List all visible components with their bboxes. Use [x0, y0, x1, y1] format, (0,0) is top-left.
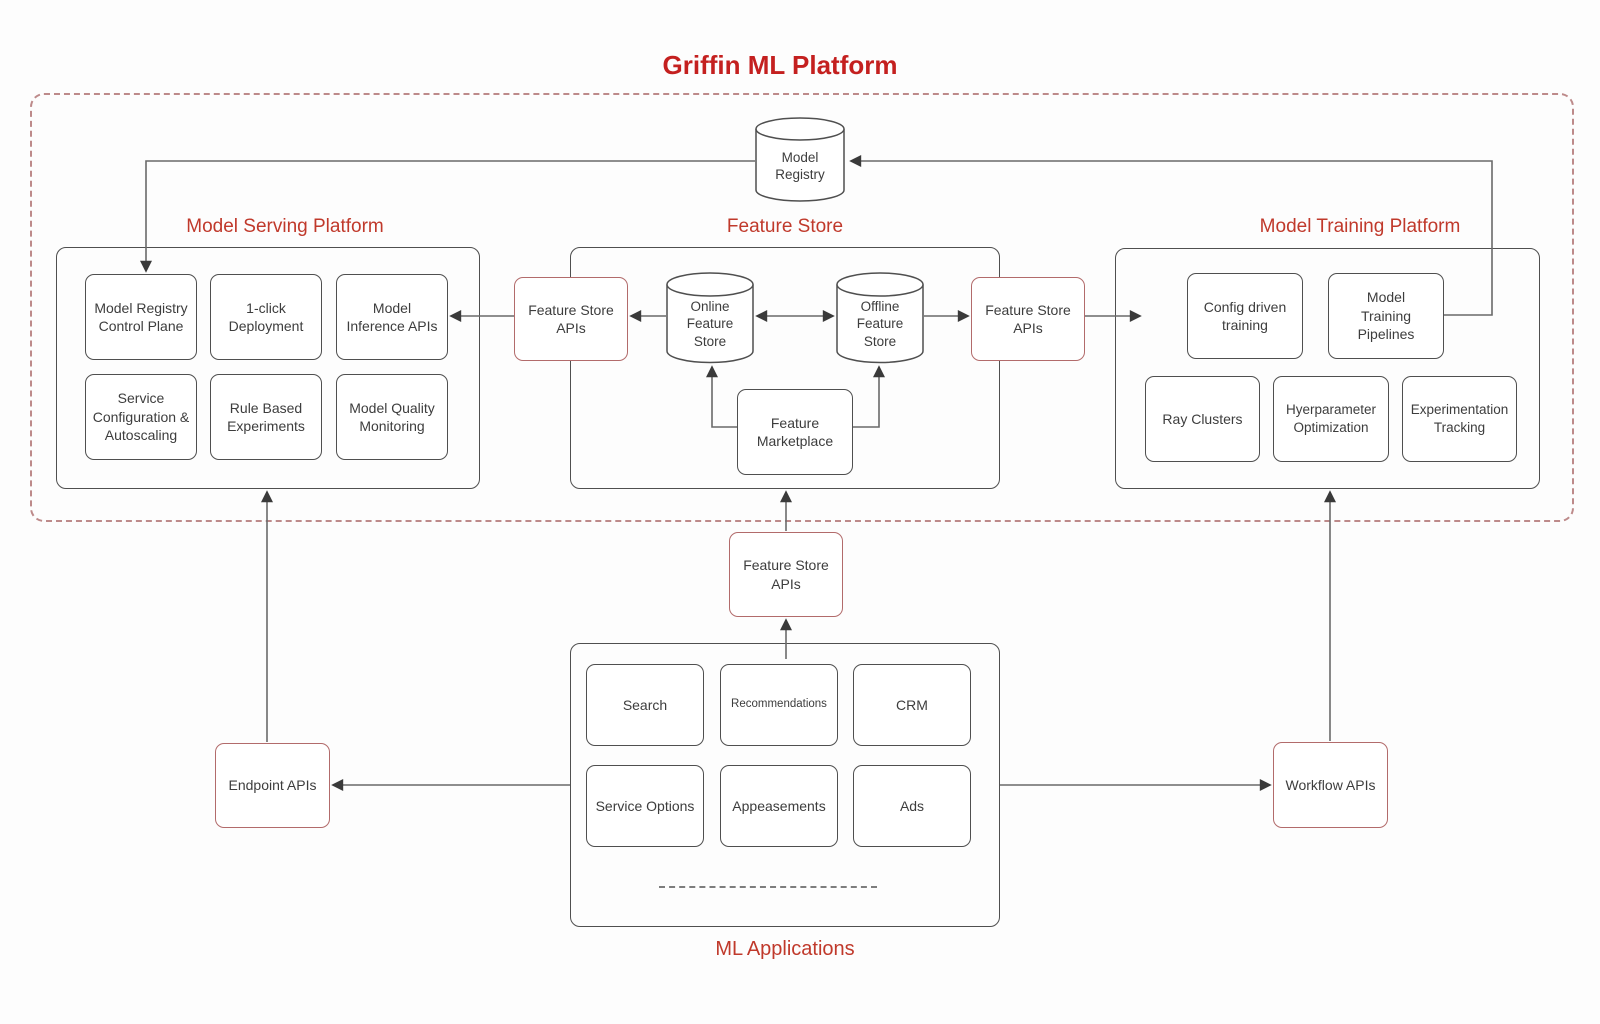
feature-store-section — [570, 247, 1000, 489]
node-config-driven-training: Config driven training — [1187, 273, 1303, 359]
model-serving-platform-section — [56, 247, 480, 489]
arrow-training-pipelines-to-registry — [849, 155, 1493, 316]
model-serving-platform-title: Model Serving Platform — [186, 216, 384, 237]
node-model-inference-apis: Model Inference APIs — [336, 274, 448, 360]
feature-store-apis-right-box: Feature Store APIs — [971, 277, 1085, 361]
online-feature-store-cylinder: Online Feature Store — [666, 272, 754, 364]
more-apps-ellipsis — [659, 886, 877, 888]
node-one-click-deployment: 1-click Deployment — [210, 274, 322, 360]
model-registry-cylinder: Model Registry — [755, 117, 845, 203]
database-cylinder-icon — [836, 272, 924, 364]
node-service-configuration-autoscaling: Service Configuration & Autoscaling — [85, 374, 197, 460]
arrow-marketplace-to-online-store — [706, 365, 737, 428]
node-crm-app: CRM — [853, 664, 971, 746]
node-appeasements-app: Appeasements — [720, 765, 838, 847]
node-hyerparameter-optimization: Hyerparameter Optimization — [1273, 376, 1389, 462]
database-cylinder-icon — [666, 272, 754, 364]
node-model-registry-control-plane: Model Registry Control Plane — [85, 274, 197, 360]
feature-store-apis-middle-box: Feature Store APIs — [729, 532, 843, 617]
node-ads-app: Ads — [853, 765, 971, 847]
feature-store-title: Feature Store — [726, 216, 844, 237]
diagram-title: Griffin ML Platform — [662, 50, 898, 80]
arrow-marketplace-to-offline-store — [853, 365, 885, 428]
node-experimentation-tracking: Experimentation Tracking — [1402, 376, 1517, 462]
node-model-quality-monitoring: Model Quality Monitoring — [336, 374, 448, 460]
platform-boundary — [30, 93, 1574, 522]
database-cylinder-icon — [755, 117, 845, 202]
offline-feature-store-label: Offline Feature Store — [856, 299, 904, 349]
node-ray-clusters: Ray Clusters — [1145, 376, 1260, 462]
workflow-apis-box: Workflow APIs — [1273, 742, 1388, 828]
node-service-options-app: Service Options — [586, 765, 704, 847]
node-feature-marketplace: Feature Marketplace — [737, 389, 853, 475]
ml-applications-title: ML Applications — [715, 938, 855, 960]
offline-feature-store-cylinder: Offline Feature Store — [836, 272, 924, 364]
node-search-app: Search — [586, 664, 704, 746]
model-training-platform-section — [1115, 248, 1540, 489]
feature-store-apis-left-box: Feature Store APIs — [514, 277, 628, 361]
ml-applications-section — [570, 643, 1000, 927]
model-training-platform-title: Model Training Platform — [1259, 216, 1461, 237]
node-recommendations-app: Recommendations — [720, 664, 838, 746]
node-rule-based-experiments: Rule Based Experiments — [210, 374, 322, 460]
arrow-registry-to-control-plane — [140, 160, 755, 273]
endpoint-apis-box: Endpoint APIs — [215, 743, 330, 828]
online-feature-store-label: Online Feature Store — [686, 299, 734, 349]
model-registry-label: Model Registry — [775, 149, 825, 182]
node-model-training-pipelines: Model Training Pipelines — [1328, 273, 1444, 359]
